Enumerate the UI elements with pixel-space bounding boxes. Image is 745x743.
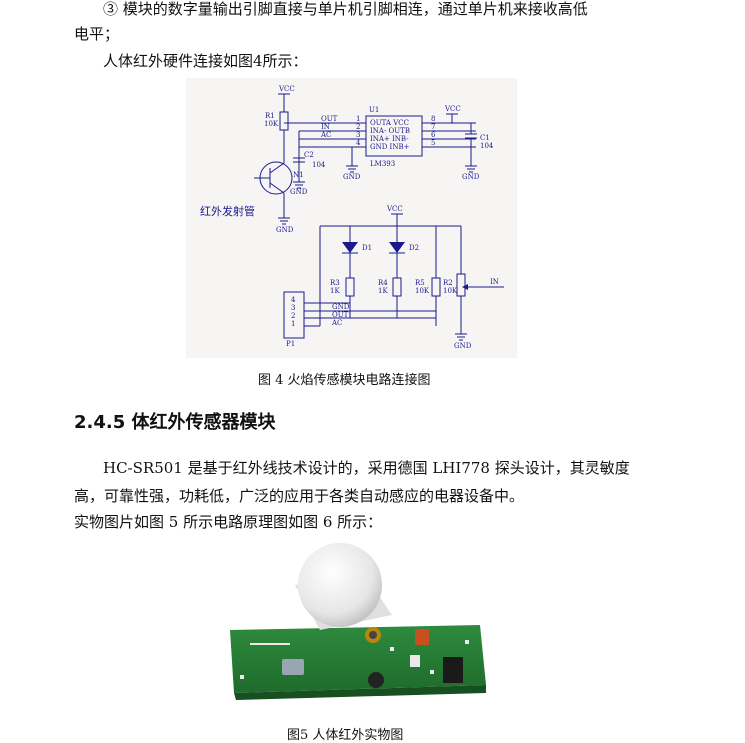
r3-name: R3	[330, 279, 340, 287]
pin-num: 1	[356, 115, 360, 123]
connector-pin: 3	[291, 304, 295, 312]
r2-name: R2	[443, 279, 453, 287]
paragraph-line: 高，可靠性强，功耗低，广泛的应用于各类自动感应的电器设备中。	[74, 487, 525, 505]
figure-caption: 图 4 火焰传感模块电路连接图	[258, 373, 431, 388]
paragraph-line: HC-SR501 是基于红外线技术设计的，采用德国 LHI778 探头设计，其灵…	[103, 459, 630, 477]
pin-ac-label: AC	[320, 131, 331, 139]
connector-pin: 4	[291, 296, 296, 304]
c1-value: 104	[480, 142, 494, 150]
r4-name: R4	[378, 279, 388, 287]
figure-caption: 图5 人体红外实物图	[287, 728, 404, 743]
pin-num: 6	[431, 131, 436, 139]
vcc-label: VCC	[386, 205, 403, 213]
pin-in-label: IN	[321, 123, 330, 131]
pin-num: 3	[356, 131, 360, 139]
r1-name: R1	[265, 112, 275, 120]
chip-row: INA+ INB-	[370, 135, 409, 143]
c2-name: C2	[304, 151, 314, 159]
d1-label: D1	[362, 244, 372, 252]
pin-num: 8	[431, 115, 435, 123]
paragraph-line: 实物图片如图 5 所示电路原理图如图 6 所示：	[74, 513, 383, 531]
connector-pin: 1	[291, 320, 295, 328]
gnd-label: GND	[462, 173, 480, 181]
chip-row: GND INB+	[370, 143, 410, 151]
connector-gnd-label: GND	[332, 303, 350, 311]
connector-ac-label: AC	[331, 319, 342, 327]
gnd-label: GND	[343, 173, 361, 181]
r5-name: R5	[415, 279, 425, 287]
r5-value: 10K	[415, 287, 430, 295]
gnd-label: GND	[276, 226, 294, 234]
pin-out-label: OUT	[321, 115, 338, 123]
paragraph-line: 人体红外硬件连接如图4所示：	[103, 52, 308, 70]
section-heading: 2.4.5 体红外传感器模块	[74, 412, 276, 433]
in-label: IN	[490, 278, 499, 286]
ir-emitter-label: 红外发射管	[200, 204, 255, 218]
r4-value: 1K	[378, 287, 388, 295]
paragraph-line: ③ 模块的数字量输出引脚直接与单片机引脚相连，通过单片机来接收高低	[103, 0, 588, 18]
pin-num: 5	[431, 139, 435, 147]
circuit-schematic-figure: VCC R1 10K U1 OUT IN AC 1 2 3 4 8 7 6 5 …	[186, 78, 517, 358]
chip-row: INA- OUTB	[370, 127, 410, 135]
chip-name: LM393	[370, 160, 395, 168]
p1-label: P1	[286, 340, 295, 348]
c1-name: C1	[480, 134, 490, 142]
chip-row: OUTA VCC	[370, 119, 409, 127]
pir-module-photo	[230, 535, 488, 713]
r3-value: 1K	[330, 287, 340, 295]
vcc-label: VCC	[444, 105, 461, 113]
gnd-label: GND	[454, 342, 472, 350]
c2-value: 104	[312, 161, 326, 169]
connector-pin: 2	[291, 312, 295, 320]
n1-label: N1	[293, 171, 304, 179]
pin-num: 7	[431, 123, 435, 131]
d2-label: D2	[409, 244, 419, 252]
paragraph-line: 电平；	[74, 25, 120, 43]
r1-value: 10K	[264, 120, 279, 128]
pin-num: 4	[356, 139, 361, 147]
pin-num: 2	[356, 123, 360, 131]
connector-out-label: OUT	[332, 311, 349, 319]
r2-value: 10K	[443, 287, 458, 295]
u1-label: U1	[369, 106, 379, 114]
gnd-label: GND	[290, 188, 308, 196]
vcc-label: VCC	[278, 85, 295, 93]
